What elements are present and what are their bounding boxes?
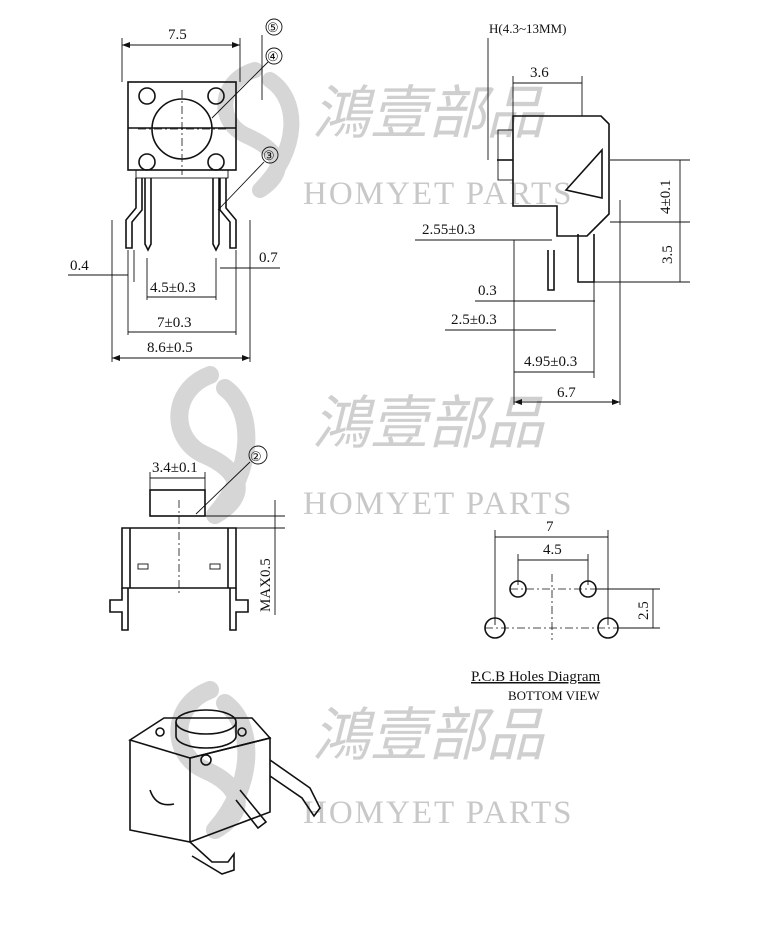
dim-a: 2.55±0.3: [422, 222, 475, 238]
dim-top: 3.6: [530, 65, 549, 81]
dim-actuator: 3.4±0.1: [152, 460, 198, 476]
callout-4: ④: [267, 49, 279, 64]
dim-pin-pitch: 4.5±0.3: [150, 280, 196, 296]
watermark-cjk: 鴻壹部品: [312, 79, 545, 147]
top-view: 7.5 ⑤ ④ ③ 0.4 0.7: [68, 18, 283, 362]
side-view: H(4.3~13MM) 3.6 4±0.1 3.5 2.55±0.3 0.3 2…: [415, 21, 690, 405]
pcb-diagram: 7 4.5 2.5 P.C.B Holes Diagram BOTTOM VIE…: [471, 519, 660, 703]
dim-outer-pitch: 7±0.3: [157, 315, 191, 331]
front-view: ② 3.4±0.1 MAX0.5: [109, 445, 285, 631]
watermark-en-3: HOMYET PARTS: [303, 795, 574, 831]
pcb-subtitle: BOTTOM VIEW: [508, 688, 600, 703]
callout-5: ⑤: [267, 20, 279, 35]
callout-3: ③: [263, 148, 275, 163]
isometric-view: [128, 709, 321, 875]
dim-total-width: 8.6±0.5: [147, 340, 193, 356]
pcb-dim-inner: 4.5: [543, 542, 562, 558]
watermark-bottom: 鴻壹部品 HOMYET PARTS: [170, 681, 574, 839]
height-label: H(4.3~13MM): [489, 21, 566, 36]
callout-2: ②: [250, 449, 262, 464]
watermark-en-2: HOMYET PARTS: [303, 486, 574, 522]
watermark-middle: 鴻壹部品 HOMYET PARTS: [170, 366, 574, 524]
watermark-top: 鴻壹部品 HOMYET PARTS: [217, 62, 572, 212]
dim-lead-width: 0.4: [70, 258, 89, 274]
dim-e: 6.7: [557, 385, 576, 401]
dim-c: 2.5±0.3: [451, 312, 497, 328]
watermark-cjk-3: 鴻壹部品: [312, 701, 545, 769]
dim-width: 7.5: [168, 27, 187, 43]
dim-lead-thick: 0.7: [259, 250, 278, 266]
pcb-dim-vertical: 2.5: [636, 601, 652, 620]
dim-height: 4±0.1: [658, 180, 674, 214]
pcb-title: P.C.B Holes Diagram: [471, 669, 600, 685]
dim-b: 0.3: [478, 283, 497, 299]
dim-d: 4.95±0.3: [524, 354, 577, 370]
dim-leg: 3.5: [660, 245, 676, 264]
dim-max: MAX0.5: [258, 558, 274, 612]
watermark-cjk-2: 鴻壹部品: [312, 389, 545, 457]
pcb-dim-outer: 7: [546, 519, 554, 535]
